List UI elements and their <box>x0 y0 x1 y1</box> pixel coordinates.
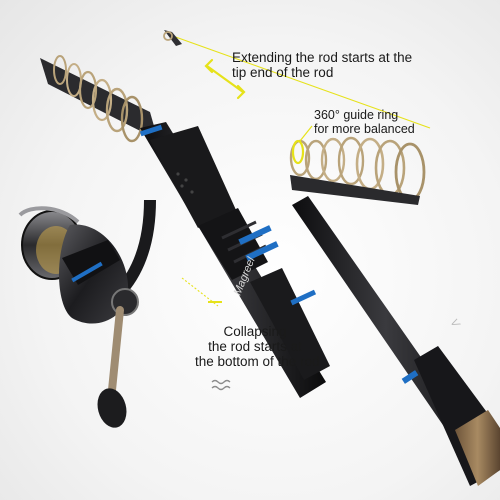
collapse-callout: Collapsing the rod starts at the bottom … <box>195 324 320 370</box>
main-rod-tip <box>164 30 182 46</box>
main-rod-guide <box>53 55 67 85</box>
reel-handle-arm <box>108 306 124 394</box>
tip-guide <box>163 31 173 41</box>
guide-ring <box>374 139 406 197</box>
main-rod-upper-section <box>40 58 158 140</box>
guide-ring-stack <box>289 136 426 205</box>
reel-rotor-arm <box>62 240 120 285</box>
cork-butt <box>455 410 500 486</box>
handle-dot <box>190 190 194 194</box>
reel-handle-grip <box>97 388 127 428</box>
collapse-callout-line-2: the rod starts at <box>208 339 302 355</box>
main-rod-guide <box>120 95 144 143</box>
guide-ring <box>304 139 328 181</box>
extend-callout-line-2: tip end of the rod <box>232 65 334 81</box>
ring-highlight-icon <box>291 139 305 165</box>
guide-callout-line-2: for more balanced <box>314 122 415 136</box>
second-rod-blue-band <box>401 370 419 384</box>
main-rod-guide <box>91 78 113 122</box>
guide-callout-line-1: 360° guide ring <box>314 108 399 122</box>
guide-ring <box>337 136 365 186</box>
blue-accent-band <box>139 124 163 137</box>
spinning-reel <box>18 199 156 428</box>
main-rod-guide <box>105 87 129 133</box>
second-rod: V <box>292 196 500 486</box>
double-arrow-icon <box>204 58 246 100</box>
reel-seat <box>198 208 268 280</box>
main-rod-guide <box>78 70 98 110</box>
collapse-callout-line-3: the bottom of the rod <box>195 354 320 370</box>
extend-callout-leader <box>169 34 431 129</box>
guide-callout: 360° guide ring for more balanced <box>314 108 464 136</box>
reel-bail <box>18 206 80 224</box>
reel-accent <box>71 261 103 283</box>
main-rod-guide-cluster <box>40 55 158 143</box>
guide-callout-leader <box>299 125 313 142</box>
wave-icon <box>211 379 231 391</box>
main-rod-handle <box>150 126 236 228</box>
guide-ring-stack-base <box>290 175 420 205</box>
handle-dot <box>180 184 184 188</box>
extend-callout-line-1: Extending the rod starts at the <box>232 50 413 65</box>
blue-accent-band <box>238 225 272 245</box>
guide-ring <box>394 142 426 202</box>
second-rod-print: V <box>448 317 463 331</box>
handle-dot <box>176 172 180 176</box>
fore-grip <box>250 268 330 380</box>
blue-accent-band <box>245 241 279 261</box>
guide-ring <box>320 137 346 183</box>
extend-callout: Extending the rod starts at the tip end … <box>232 50 462 80</box>
blue-accent-band <box>290 289 317 306</box>
collapse-callout-line-1: Collapsing <box>223 324 287 339</box>
handle-dot <box>184 178 188 182</box>
